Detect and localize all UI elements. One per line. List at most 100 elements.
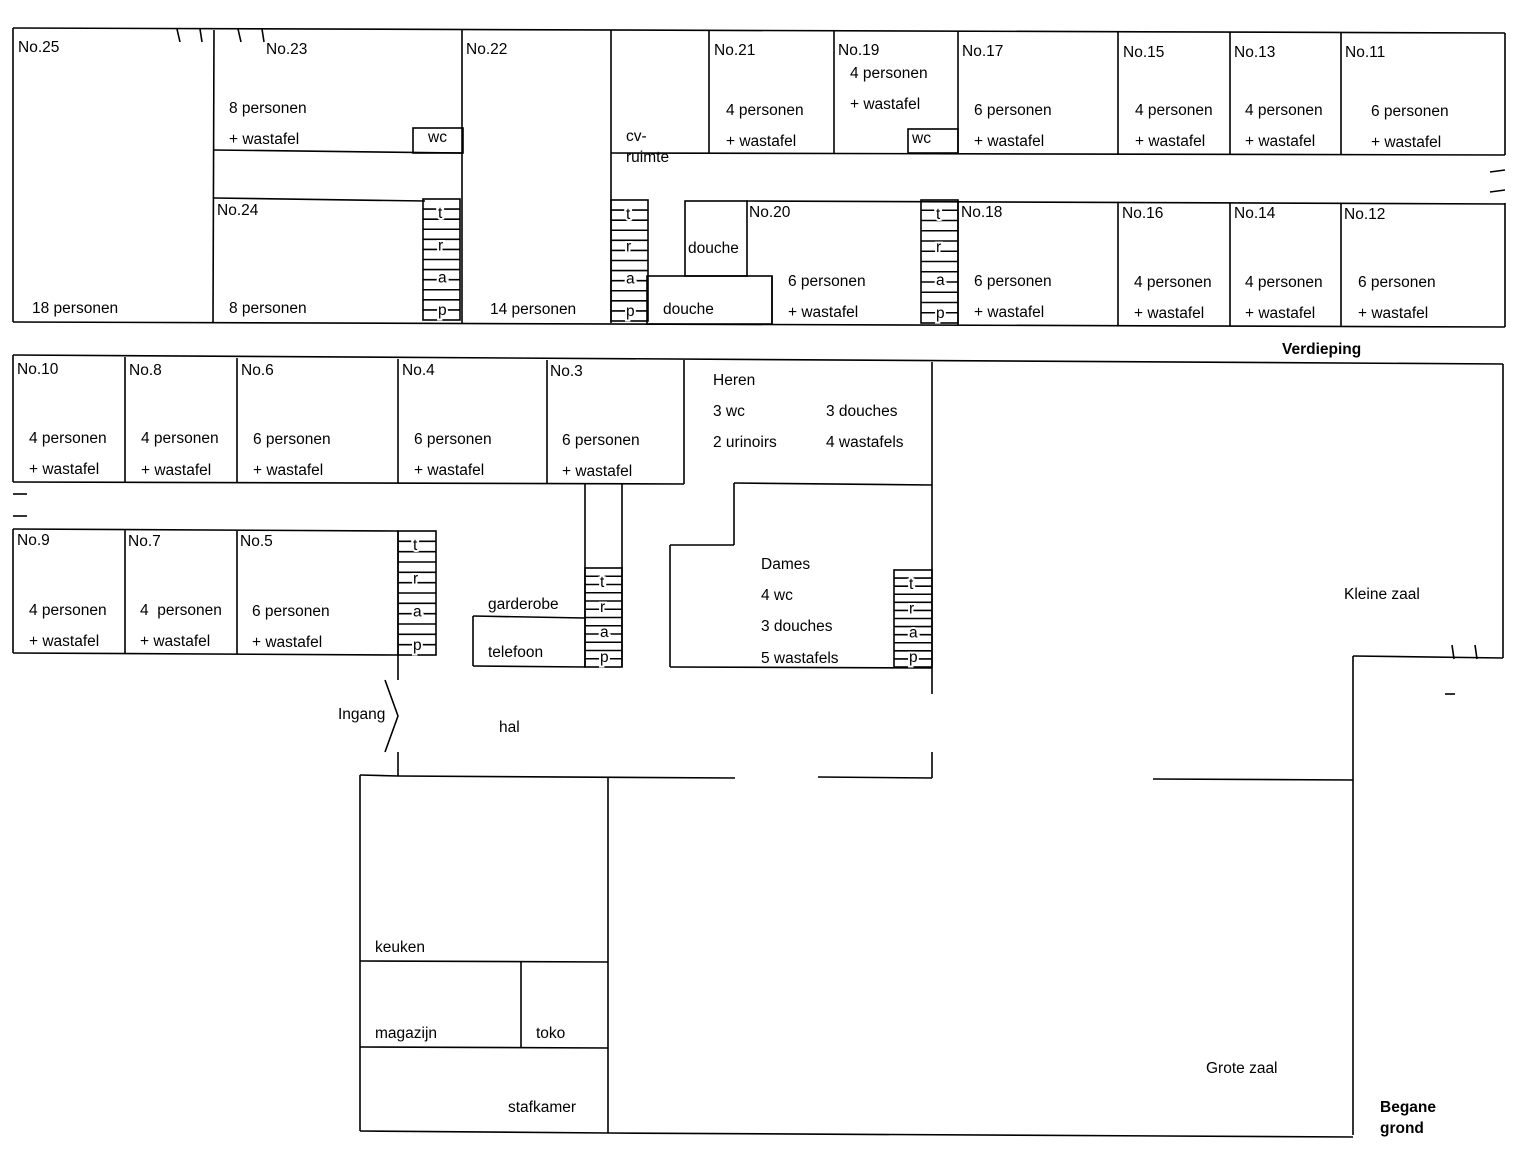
stair-letter: a: [600, 624, 609, 641]
room-capacity: 14 personen: [490, 301, 576, 318]
room-capacity: 4 personen: [1245, 102, 1323, 119]
stair-letter: r: [626, 238, 631, 255]
stair-letter: t: [909, 576, 914, 593]
room-sink: + wastafel: [562, 463, 632, 480]
wc-label: wc: [911, 130, 931, 147]
wall: [212, 29, 215, 323]
wall: [397, 775, 736, 779]
wall: [472, 615, 586, 619]
wall: [359, 1130, 609, 1134]
dames-wc: 4 wc: [761, 587, 793, 604]
floor-label-upper: Verdieping: [1282, 341, 1361, 358]
door-mark: [1451, 644, 1455, 660]
room-capacity: 4 personen: [29, 430, 107, 447]
stair-letter: p: [626, 303, 635, 320]
dames-showers: 3 douches: [761, 618, 833, 635]
wall: [12, 481, 685, 485]
door-mark: [237, 28, 242, 43]
ingang-label: Ingang: [338, 706, 385, 723]
room-number: No.14: [1234, 205, 1276, 222]
wall: [359, 774, 399, 777]
floor-label-ground-2: grond: [1380, 1120, 1424, 1137]
room-sink: + wastafel: [229, 131, 299, 148]
stair-letter: a: [626, 271, 635, 288]
upper-floor-labels: No.25 18 personen No.23 8 personen + was…: [18, 39, 1449, 358]
stafkamer-label: stafkamer: [508, 1099, 576, 1116]
toko-label: toko: [536, 1025, 565, 1042]
room-capacity: 8 personen: [229, 300, 307, 317]
room-capacity: 6 personen: [253, 431, 331, 448]
wall: [669, 666, 933, 669]
room-number: No.19: [838, 42, 879, 59]
room-sink: + wastafel: [141, 462, 211, 479]
stair-letter: p: [936, 305, 945, 322]
stair-letter: a: [909, 625, 918, 642]
room-number: No.7: [128, 533, 161, 550]
door-mark: [176, 28, 181, 43]
room-sink: + wastafel: [1371, 134, 1441, 151]
garderobe-label: garderobe: [488, 596, 559, 613]
room-sink: + wastafel: [726, 133, 796, 150]
room-sink: + wastafel: [252, 634, 322, 651]
room-sink: + wastafel: [788, 304, 858, 321]
room-sink: + wastafel: [1245, 305, 1315, 322]
hal-label: hal: [499, 719, 520, 736]
stair-letter: p: [909, 649, 918, 666]
wall: [359, 960, 609, 963]
wall: [610, 152, 1506, 156]
door-mark: [1489, 189, 1506, 193]
room-number: No.11: [1345, 44, 1385, 61]
wall: [733, 482, 933, 486]
room-sink: + wastafel: [1134, 305, 1204, 322]
room-capacity: 4 personen: [850, 65, 928, 82]
stair-letter: t: [626, 206, 631, 223]
stair-letter: t: [438, 205, 443, 222]
door-mark: [261, 28, 265, 43]
room-sink: + wastafel: [29, 633, 99, 650]
room-capacity: 8 personen: [229, 100, 307, 117]
room-number: No.9: [17, 532, 50, 549]
wc-box: [412, 127, 464, 154]
stair-letter: a: [936, 272, 945, 289]
room-capacity: 6 personen: [974, 102, 1052, 119]
room-capacity: 4 personen: [726, 102, 804, 119]
room-capacity: 4 personen: [1135, 102, 1213, 119]
room-sink: + wastafel: [974, 304, 1044, 321]
door-mark: [1474, 644, 1478, 660]
room-number: No.24: [217, 202, 259, 219]
stair-letter: r: [909, 600, 914, 617]
room-number: No.15: [1123, 44, 1164, 61]
room-capacity: 4 personen: [29, 602, 107, 619]
stair-letter: p: [413, 637, 422, 654]
room-number: No.22: [466, 41, 507, 58]
grote-zaal-label: Grote zaal: [1206, 1060, 1278, 1077]
room-capacity: 6 personen: [414, 431, 492, 448]
cv-label-1: cv-: [626, 128, 647, 145]
room-capacity: 4 personen: [140, 602, 222, 619]
room-number: No.16: [1122, 205, 1163, 222]
wall: [745, 200, 1506, 205]
room-capacity: 6 personen: [1358, 274, 1436, 291]
room-capacity: 4 personen: [1245, 274, 1323, 291]
heren-urinals: 2 urinoirs: [713, 434, 777, 451]
room-capacity: 6 personen: [974, 273, 1052, 290]
floor-label-ground-1: Begane: [1380, 1099, 1436, 1116]
douche-label: douche: [688, 240, 739, 257]
wall: [12, 528, 399, 532]
room-number: No.20: [749, 204, 791, 221]
wall: [359, 1046, 609, 1049]
door-mark: [199, 28, 203, 43]
magazijn-label: magazijn: [375, 1025, 437, 1042]
entrance-door: [384, 679, 399, 753]
stair-letter: r: [936, 239, 941, 256]
room-number: No.17: [962, 43, 1003, 60]
heren-sinks: 4 wastafels: [826, 434, 904, 451]
room-number: No.18: [961, 204, 1002, 221]
room-number: No.25: [18, 39, 59, 56]
room-number: No.6: [241, 362, 274, 379]
